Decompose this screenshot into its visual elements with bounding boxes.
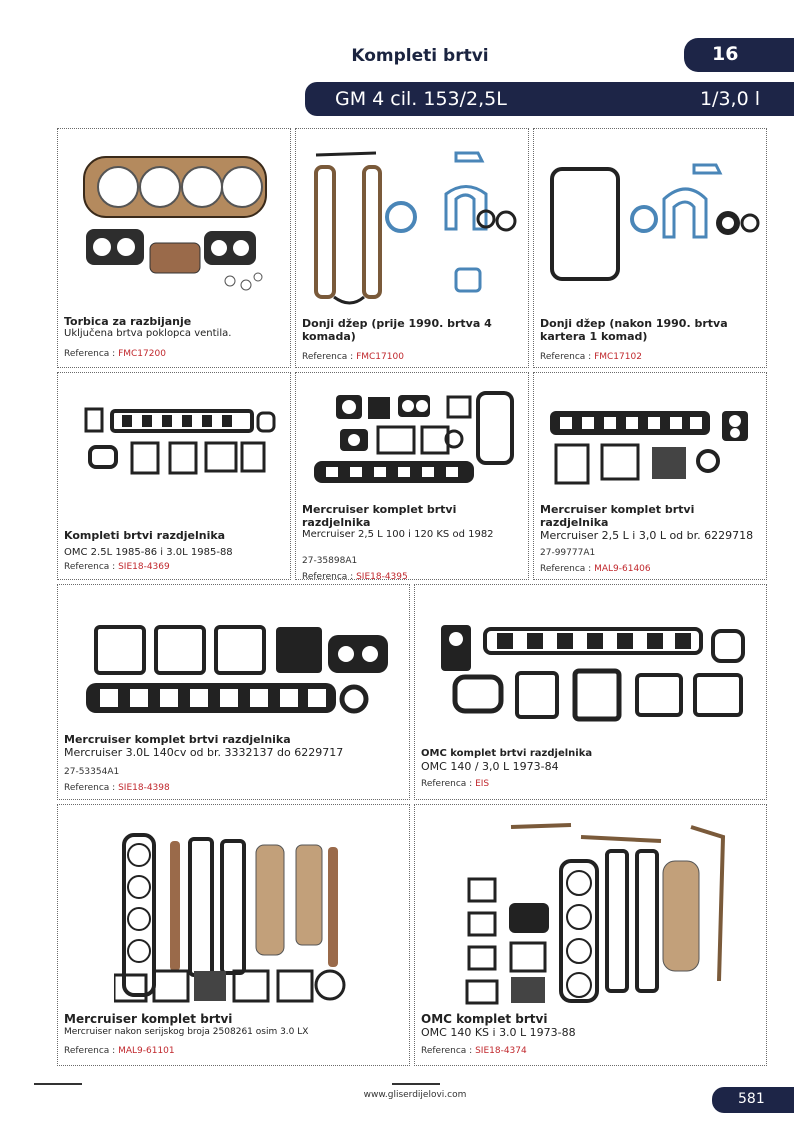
reference-code[interactable]: EIS — [475, 779, 490, 789]
product-title: OMC komplet brtvi — [421, 1012, 548, 1026]
page-number: 581 — [738, 1091, 765, 1107]
reference-label: Referenca : — [421, 779, 473, 789]
product-title: Torbica za razbijanje — [64, 315, 192, 328]
product-card[interactable]: Mercruiser komplet brtvi razdjelnika Mer… — [295, 372, 529, 582]
gasket-set-image — [83, 156, 267, 291]
reference-label: Referenca : — [540, 564, 592, 574]
product-card[interactable]: Donji džep (prije 1990. brtva 4 komada) … — [295, 128, 529, 368]
product-description: Mercruiser nakon serijskog broja 2508261… — [64, 1027, 309, 1037]
gasket-set-image — [314, 391, 514, 483]
reference-code[interactable]: SIE18-4374 — [475, 1046, 527, 1056]
reference-code[interactable]: FMC17100 — [356, 352, 404, 362]
page-title: Kompleti brtvi — [351, 46, 489, 66]
banner-engine: GM 4 cil. 153/2,5L — [335, 88, 507, 110]
product-description: Uključena brtva poklopca ventila. — [64, 328, 232, 339]
gasket-set-image — [314, 151, 517, 305]
product-title: Kompleti brtvi razdjelnika — [64, 529, 226, 542]
product-description: Mercruiser 3.0L 140cv od br. 3332137 do … — [64, 746, 344, 759]
reference-code[interactable]: SIE18-4398 — [118, 783, 170, 793]
product-title: Mercruiser komplet brtvi razdjelnika — [64, 733, 291, 746]
reference-code[interactable]: FMC17200 — [118, 349, 166, 359]
chapter-tab: 16 — [684, 38, 794, 72]
product-card[interactable]: Kompleti brtvi razdjelnika OMC 2.5L 1985… — [57, 372, 291, 580]
gasket-set-image — [465, 823, 726, 1005]
product-card[interactable]: Mercruiser komplet brtvi razdjelnika Mer… — [57, 584, 410, 800]
reference-label: Referenca : — [421, 1046, 473, 1056]
product-card[interactable]: OMC komplet brtvi razdjelnika OMC 140 / … — [414, 584, 767, 800]
reference-label: Referenca : — [302, 572, 354, 582]
product-description: Mercruiser 2,5 L 100 i 120 KS od 1982 — [302, 529, 494, 540]
product-title: Mercruiser komplet brtvi — [64, 1012, 233, 1026]
product-title: Mercruiser komplet brtvi razdjelnika — [302, 503, 457, 529]
reference-label: Referenca : — [64, 562, 116, 572]
product-title: OMC komplet brtvi razdjelnika — [421, 748, 593, 759]
part-number: 27-99777A1 — [540, 548, 596, 558]
gasket-set-image — [441, 625, 745, 722]
page-number-tab: 581 — [712, 1087, 794, 1113]
product-description: OMC 2.5L 1985-86 i 3.0L 1985-88 — [64, 547, 233, 558]
reference-label: Referenca : — [64, 349, 116, 359]
part-number: 27-35898A1 — [302, 556, 358, 566]
gasket-set-image — [86, 625, 388, 714]
part-number: 27-53354A1 — [64, 767, 120, 777]
reference-code[interactable]: FMC17102 — [594, 352, 642, 362]
product-card[interactable]: OMC komplet brtvi OMC 140 KS i 3.0 L 197… — [414, 804, 767, 1066]
reference-code[interactable]: MAL9-61406 — [594, 564, 651, 574]
product-card[interactable]: Mercruiser komplet brtvi Mercruiser nako… — [57, 804, 410, 1066]
reference-code[interactable]: SIE18-4369 — [118, 562, 170, 572]
product-description: Mercruiser 2,5 L i 3,0 L od br. 6229718 — [540, 529, 754, 542]
product-title: Mercruiser komplet brtvi razdjelnika — [540, 503, 695, 529]
product-card[interactable]: Donji džep (nakon 1990. brtva kartera 1 … — [533, 128, 767, 368]
reference-code[interactable]: SIE18-4395 — [356, 572, 408, 582]
reference-label: Referenca : — [64, 783, 116, 793]
product-card[interactable]: Mercruiser komplet brtvi razdjelnika Mer… — [533, 372, 767, 580]
footer-website[interactable]: www.gliserdijelovi.com — [363, 1090, 467, 1100]
gasket-set-image — [550, 163, 760, 281]
product-card[interactable]: Torbica za razbijanje Uključena brtva po… — [57, 128, 291, 368]
section-banner: GM 4 cil. 153/2,5L 1/3,0 l — [305, 82, 794, 116]
reference-label: Referenca : — [302, 352, 354, 362]
banner-displacement: 1/3,0 l — [699, 88, 760, 110]
reference-label: Referenca : — [540, 352, 592, 362]
reference-label: Referenca : — [64, 1046, 116, 1056]
footer-rule-left — [34, 1083, 82, 1085]
product-description: OMC 140 KS i 3.0 L 1973-88 — [421, 1026, 576, 1039]
chapter-number: 16 — [712, 43, 739, 65]
footer-rule-center — [392, 1083, 440, 1085]
product-title: Donji džep (prije 1990. brtva 4 komada) — [302, 317, 492, 343]
gasket-set-image — [550, 411, 748, 485]
product-description: OMC 140 / 3,0 L 1973-84 — [421, 760, 559, 773]
gasket-set-image — [114, 833, 346, 1003]
gasket-set-image — [84, 407, 276, 475]
product-title: Donji džep (nakon 1990. brtva kartera 1 … — [540, 317, 728, 343]
reference-code[interactable]: MAL9-61101 — [118, 1046, 175, 1056]
